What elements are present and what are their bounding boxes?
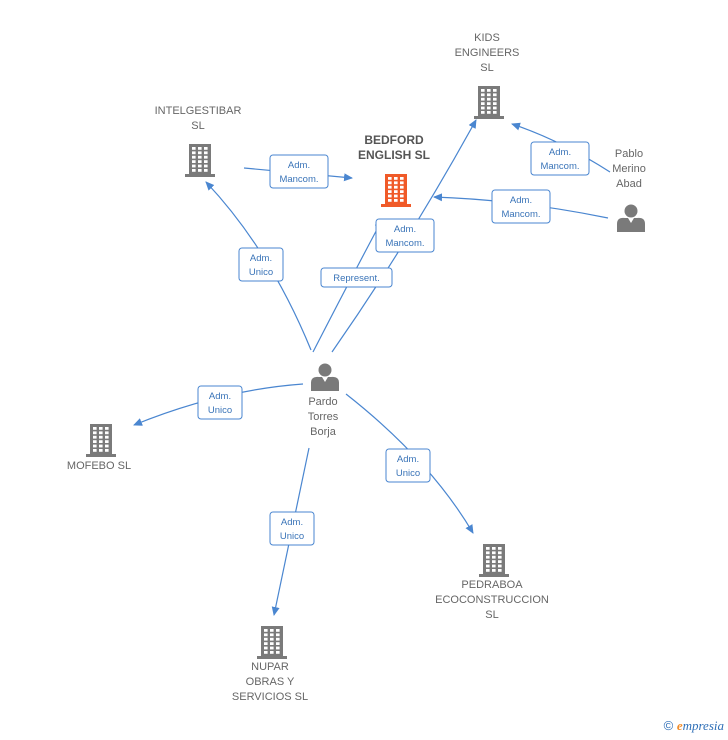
node-label-nupar: OBRAS Y [246,676,295,688]
node-label-pedraboa: SL [485,609,498,621]
edge-label-box [320,267,393,288]
edge-label-text: Unico [396,468,420,479]
edge-label-text: Mancom. [279,174,318,185]
node-label-pardo: Pardo [308,396,337,408]
edge-label-text: Adm. [281,517,303,528]
footer-brand[interactable]: © empresia [664,718,724,734]
edge-label-box [238,247,284,282]
node-label-pedraboa: PEDRABOA [461,579,523,591]
edge-label-text: Adm. [209,391,231,402]
edge-label-text: Represent. [333,273,379,284]
edge-label-text: Unico [249,267,273,278]
edge-label-box [385,448,431,483]
person-icon[interactable] [617,204,645,233]
node-intelgestibar[interactable]: INTELGESTIBAR SL [155,105,242,177]
node-label-pardo: Torres [308,411,339,423]
edge-label-box [375,218,435,253]
edge-label-pardo-bedford[interactable]: Adm. Mancom. [375,218,435,253]
edge-label-intel-bedford[interactable]: Adm. Mancom. [269,154,329,189]
edge-label-box [269,511,315,546]
node-nupar[interactable]: NUPAR OBRAS Y SERVICIOS SL [232,626,308,703]
node-label-bedford: BEDFORD [364,133,424,147]
node-label-intelgestibar: SL [191,120,204,132]
edge-label-box [197,385,243,420]
person-icon[interactable] [311,363,339,392]
edge-label-pablo-kids[interactable]: Adm. Mancom. [530,141,590,176]
node-label-pedraboa: ECOCONSTRUCCION [435,594,549,606]
edge-label-text: Adm. [510,195,532,206]
edge-label-pardo-nupar[interactable]: Adm. Unico [269,511,315,546]
copyright-symbol: © [663,718,674,733]
edge-labels-layer: Adm. Mancom. Adm. Mancom. Adm. Mancom. Adm. Man… [197,141,590,546]
edge-label-text: Unico [208,405,232,416]
edge-label-text: Mancom. [501,209,540,220]
brand-initial: e [676,718,683,733]
building-icon[interactable] [185,144,215,177]
node-label-nupar: NUPAR [251,661,289,673]
node-label-pablo: Pablo [615,148,643,160]
node-label-pablo: Merino [612,163,646,175]
node-label-kids: KIDS [474,32,500,44]
node-label-mofebo: MOFEBO SL [67,460,131,472]
edge-label-text: Adm. [250,253,272,264]
edge-label-pardo-intel[interactable]: Adm. Unico [238,247,284,282]
brand-logo: empresia [677,718,724,733]
node-label-kids: ENGINEERS [455,47,520,59]
edge-label-text: Adm. [394,224,416,235]
edge-label-pardo-mofebo[interactable]: Adm. Unico [197,385,243,420]
node-label-intelgestibar: INTELGESTIBAR [155,105,242,117]
edge-label-pardo-kids[interactable]: Represent. [320,267,393,288]
edge-label-text: Adm. [397,454,419,465]
brand-name: mpresia [682,718,724,733]
edge-label-pardo-pedraboa[interactable]: Adm. Unico [385,448,431,483]
edge-label-text: Adm. [288,160,310,171]
edge-label-text: Mancom. [540,161,579,172]
edge-label-box [530,141,590,176]
edge-label-pablo-bedford[interactable]: Adm. Mancom. [491,189,551,224]
edge-label-box [491,189,551,224]
node-label-pardo: Borja [310,426,337,438]
building-icon[interactable] [479,544,509,577]
building-icon[interactable] [257,626,287,659]
node-label-nupar: SERVICIOS SL [232,691,308,703]
building-icon[interactable] [474,86,504,119]
edge-label-text: Adm. [549,147,571,158]
node-label-kids: SL [480,62,493,74]
edge-label-box [269,154,329,189]
node-kids[interactable]: KIDS ENGINEERS SL [455,32,520,119]
node-pedraboa[interactable]: PEDRABOA ECOCONSTRUCCION SL [435,544,549,621]
edge-label-text: Unico [280,531,304,542]
edge-label-text: Mancom. [385,238,424,249]
node-label-bedford: ENGLISH SL [358,148,430,162]
node-mofebo[interactable]: MOFEBO SL [67,424,131,472]
building-icon[interactable] [381,174,411,207]
building-icon[interactable] [86,424,116,457]
node-label-pablo: Abad [616,178,642,190]
